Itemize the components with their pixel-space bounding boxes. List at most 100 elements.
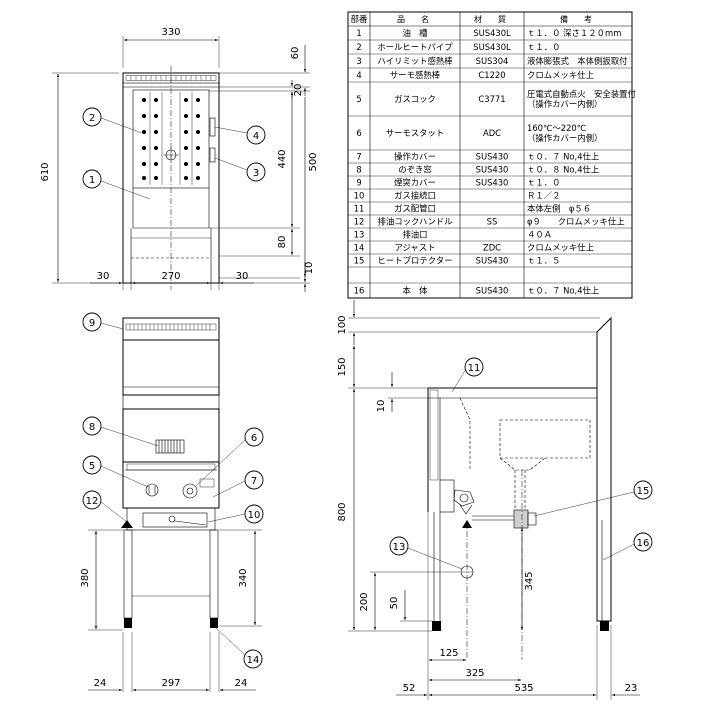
- dim-50: 50: [389, 597, 400, 610]
- callout-4: 4: [253, 131, 259, 142]
- table-cell-r10-c4: Ｒ１／２: [527, 191, 561, 201]
- table-cell-r6-c1: 6: [356, 128, 361, 138]
- table-cell-r13-c1: 13: [354, 230, 365, 240]
- table-cell-r5-c3: C3771: [478, 94, 505, 104]
- flue-vent-slots: [125, 323, 217, 331]
- table-cell-r4-c2: サーモ感熱棒: [390, 70, 441, 80]
- top-view: 330 610 60 20 500: [40, 27, 319, 292]
- callout-14: 14: [247, 655, 260, 666]
- table-cell-r15-c1: 15: [354, 256, 365, 266]
- dim-535: 535: [514, 683, 533, 694]
- table-cell-r13-c2: 排油口: [402, 230, 427, 240]
- table-cell-r3-c3: SUS304: [476, 56, 509, 66]
- table-cell-r15-c4: ｔ１．５: [527, 256, 561, 266]
- control-cover: [122, 461, 220, 509]
- side-view-dimensions: 100 150 10 800 200 50 345: [337, 300, 640, 700]
- header-remarks: 備 考: [560, 14, 596, 24]
- table-cell-r8-c2: のぞき窓: [398, 165, 432, 175]
- callout-16: 16: [637, 538, 650, 549]
- dim-52: 52: [403, 683, 416, 694]
- header-part-no: 部番: [351, 14, 368, 24]
- table-cell-r6-c3: ADC: [483, 128, 501, 138]
- callout-6: 6: [251, 433, 257, 444]
- callout-3: 3: [253, 168, 259, 179]
- callout-7: 7: [251, 476, 257, 487]
- callout-2: 2: [89, 113, 95, 124]
- table-cell-r9-c1: 9: [356, 178, 361, 188]
- dim-30-left: 30: [97, 271, 110, 282]
- table-cell-r3-c1: 3: [356, 56, 361, 66]
- table-cell-r15-c3: SUS430: [476, 256, 509, 266]
- table-cell-r5-c4: 圧電式自動点火 安全装置付: [527, 89, 636, 99]
- table-cell-r9-c2: 煙突カバー: [394, 178, 436, 188]
- top-view-callouts: 2 1 4 3: [82, 107, 266, 200]
- dim-325: 325: [465, 668, 484, 679]
- table-cell-r14-c4: クロムメッキ仕上: [527, 243, 594, 253]
- dim-500: 500: [308, 152, 319, 171]
- table-cell-r1-c3: SUS430L: [473, 28, 511, 38]
- table-cell-r16-c1: 16: [354, 286, 365, 296]
- dim-125: 125: [439, 648, 458, 659]
- front-view-callouts: 9 8 5 12 6 7 10 14: [82, 312, 264, 669]
- top-view-dimensions: 330 610 60 20 500: [40, 27, 319, 292]
- callout-13: 15: [637, 486, 650, 497]
- dim-24-left: 24: [94, 678, 107, 689]
- dim-297: 297: [161, 678, 180, 689]
- table-cell-r1-c1: 1: [356, 28, 361, 38]
- header-material: 材 質: [474, 14, 510, 24]
- dim-610: 610: [40, 162, 51, 181]
- table-cell-r12-c4: φ９ クロムメッキ仕上: [527, 217, 625, 227]
- table-cell-r4-c1: 4: [356, 70, 361, 80]
- table-cell-r9-c3: SUS430: [476, 178, 509, 188]
- dim-340: 340: [238, 568, 249, 587]
- callout-11: 13: [393, 542, 406, 553]
- callout-10: 12: [86, 496, 99, 507]
- table-cell-r13-c4: ４０Ａ: [527, 230, 552, 240]
- table-cell-r11-c4: 本体左側 φ５６: [527, 204, 591, 214]
- heat-pipe-holes: [142, 92, 200, 185]
- back-splash: [596, 316, 612, 622]
- table-cell-r4-c3: C1220: [478, 70, 505, 80]
- table-cell-r10-c2: ガス接続口: [394, 191, 436, 201]
- callout-1: 1: [89, 175, 95, 186]
- table-cell-r6-c4: 160℃～220℃: [527, 123, 587, 133]
- table-cell-r8-c3: SUS430: [476, 165, 509, 175]
- table-cell-r7-c2: 操作カバー: [394, 152, 436, 162]
- table-cell-r11-c2: ガス配管口: [394, 204, 436, 214]
- table-cell-r16-c2: 本 体: [402, 286, 428, 296]
- table-cell-r6-c4: （操作カバー内側）: [527, 133, 602, 143]
- dim-60: 60: [290, 47, 301, 60]
- dim-330: 330: [161, 27, 180, 38]
- dim-10: 10: [304, 262, 315, 275]
- table-cell-r7-c3: SUS430: [476, 152, 509, 162]
- table-cell-r5-c4: （操作カバー内側）: [527, 99, 602, 109]
- table-cell-r14-c3: ZDC: [483, 243, 501, 253]
- callout-12: 10: [248, 510, 261, 521]
- table-cell-r2-c1: 2: [356, 42, 361, 52]
- table-cell-r15-c2: ヒートプロテクター: [377, 256, 452, 266]
- dim-380: 380: [80, 568, 91, 587]
- callout-5: 5: [89, 461, 95, 472]
- dim-150: 150: [337, 357, 348, 376]
- table-cell-r16-c4: ｔ０．７ No,4仕上: [527, 286, 599, 296]
- table-cell-r5-c2: ガスコック: [394, 94, 436, 104]
- dim-30-right: 30: [236, 271, 249, 282]
- dim-10-side: 10: [376, 400, 387, 413]
- table-cell-r1-c2: 油 槽: [402, 28, 428, 38]
- table-cell-r12-c1: 12: [354, 217, 365, 227]
- side-view-callouts: 11 13 15 16: [389, 357, 653, 579]
- table-cell-r4-c4: クロムメッキ仕上: [527, 70, 594, 80]
- table-cell-r14-c2: アジャスト: [394, 243, 435, 253]
- table-cell-r7-c4: ｔ０．７ No,4仕上: [527, 152, 599, 162]
- table-cell-r10-c1: 10: [354, 191, 365, 201]
- dim-800: 800: [337, 502, 348, 521]
- callout-8: 8: [89, 422, 95, 433]
- table-cell-r8-c4: ｔ０．８ No,4仕上: [527, 165, 599, 175]
- front-view-dimensions: 380 340 24 297 24: [80, 529, 262, 692]
- side-view: 100 150 10 800 200 50 345: [337, 300, 653, 700]
- dim-23: 23: [625, 683, 638, 694]
- table-cell-r8-c1: 8: [356, 165, 361, 175]
- dim-20: 20: [293, 84, 304, 97]
- table-cell-r14-c1: 14: [354, 243, 365, 253]
